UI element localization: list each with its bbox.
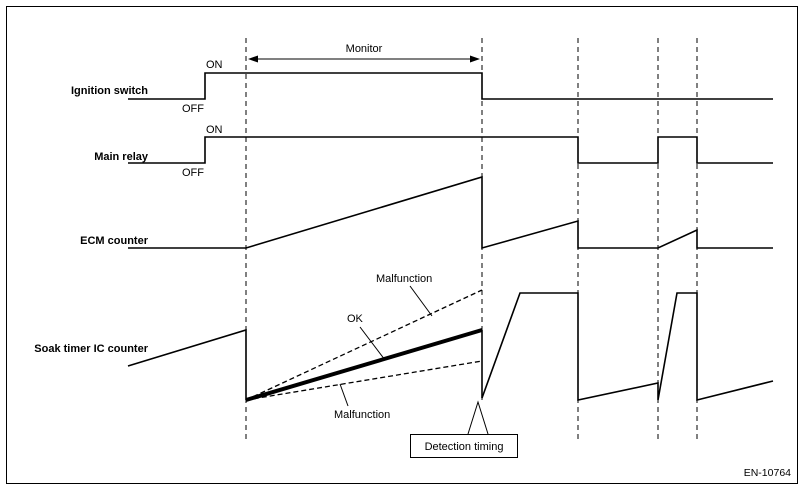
ecm-counter-label: ECM counter (80, 235, 149, 247)
monitor-label: Monitor (346, 43, 383, 55)
relay-on-label: ON (206, 124, 223, 136)
detection-timing-label: Detection timing (425, 441, 504, 453)
ecm-counter-trace: ECM counter (80, 175, 773, 250)
ignition-switch-label: Ignition switch (71, 85, 148, 97)
soak-timer-trace: Soak timer IC counter Malfunction OK Mal… (34, 273, 774, 421)
soak-timer-label: Soak timer IC counter (34, 343, 148, 355)
malfunction-upper-label: Malfunction (376, 273, 432, 285)
ignition-off-label: OFF (182, 103, 204, 115)
malfunction-lower-label: Malfunction (334, 409, 390, 421)
figure-code: EN-10764 (744, 467, 791, 479)
ok-label: OK (347, 313, 364, 325)
ignition-switch-trace: Ignition switch ON OFF (71, 59, 773, 115)
ignition-on-label: ON (206, 59, 223, 71)
malfunction-upper-line (245, 289, 483, 401)
main-relay-trace: Main relay ON OFF (94, 124, 773, 179)
ok-line (245, 328, 483, 402)
main-relay-label: Main relay (94, 151, 149, 163)
relay-off-label: OFF (182, 167, 204, 179)
diagram-frame (6, 6, 798, 484)
detection-timing-box (410, 434, 518, 458)
detection-timing-callout: Detection timing (410, 400, 518, 458)
monitor-span: Monitor (248, 43, 480, 63)
